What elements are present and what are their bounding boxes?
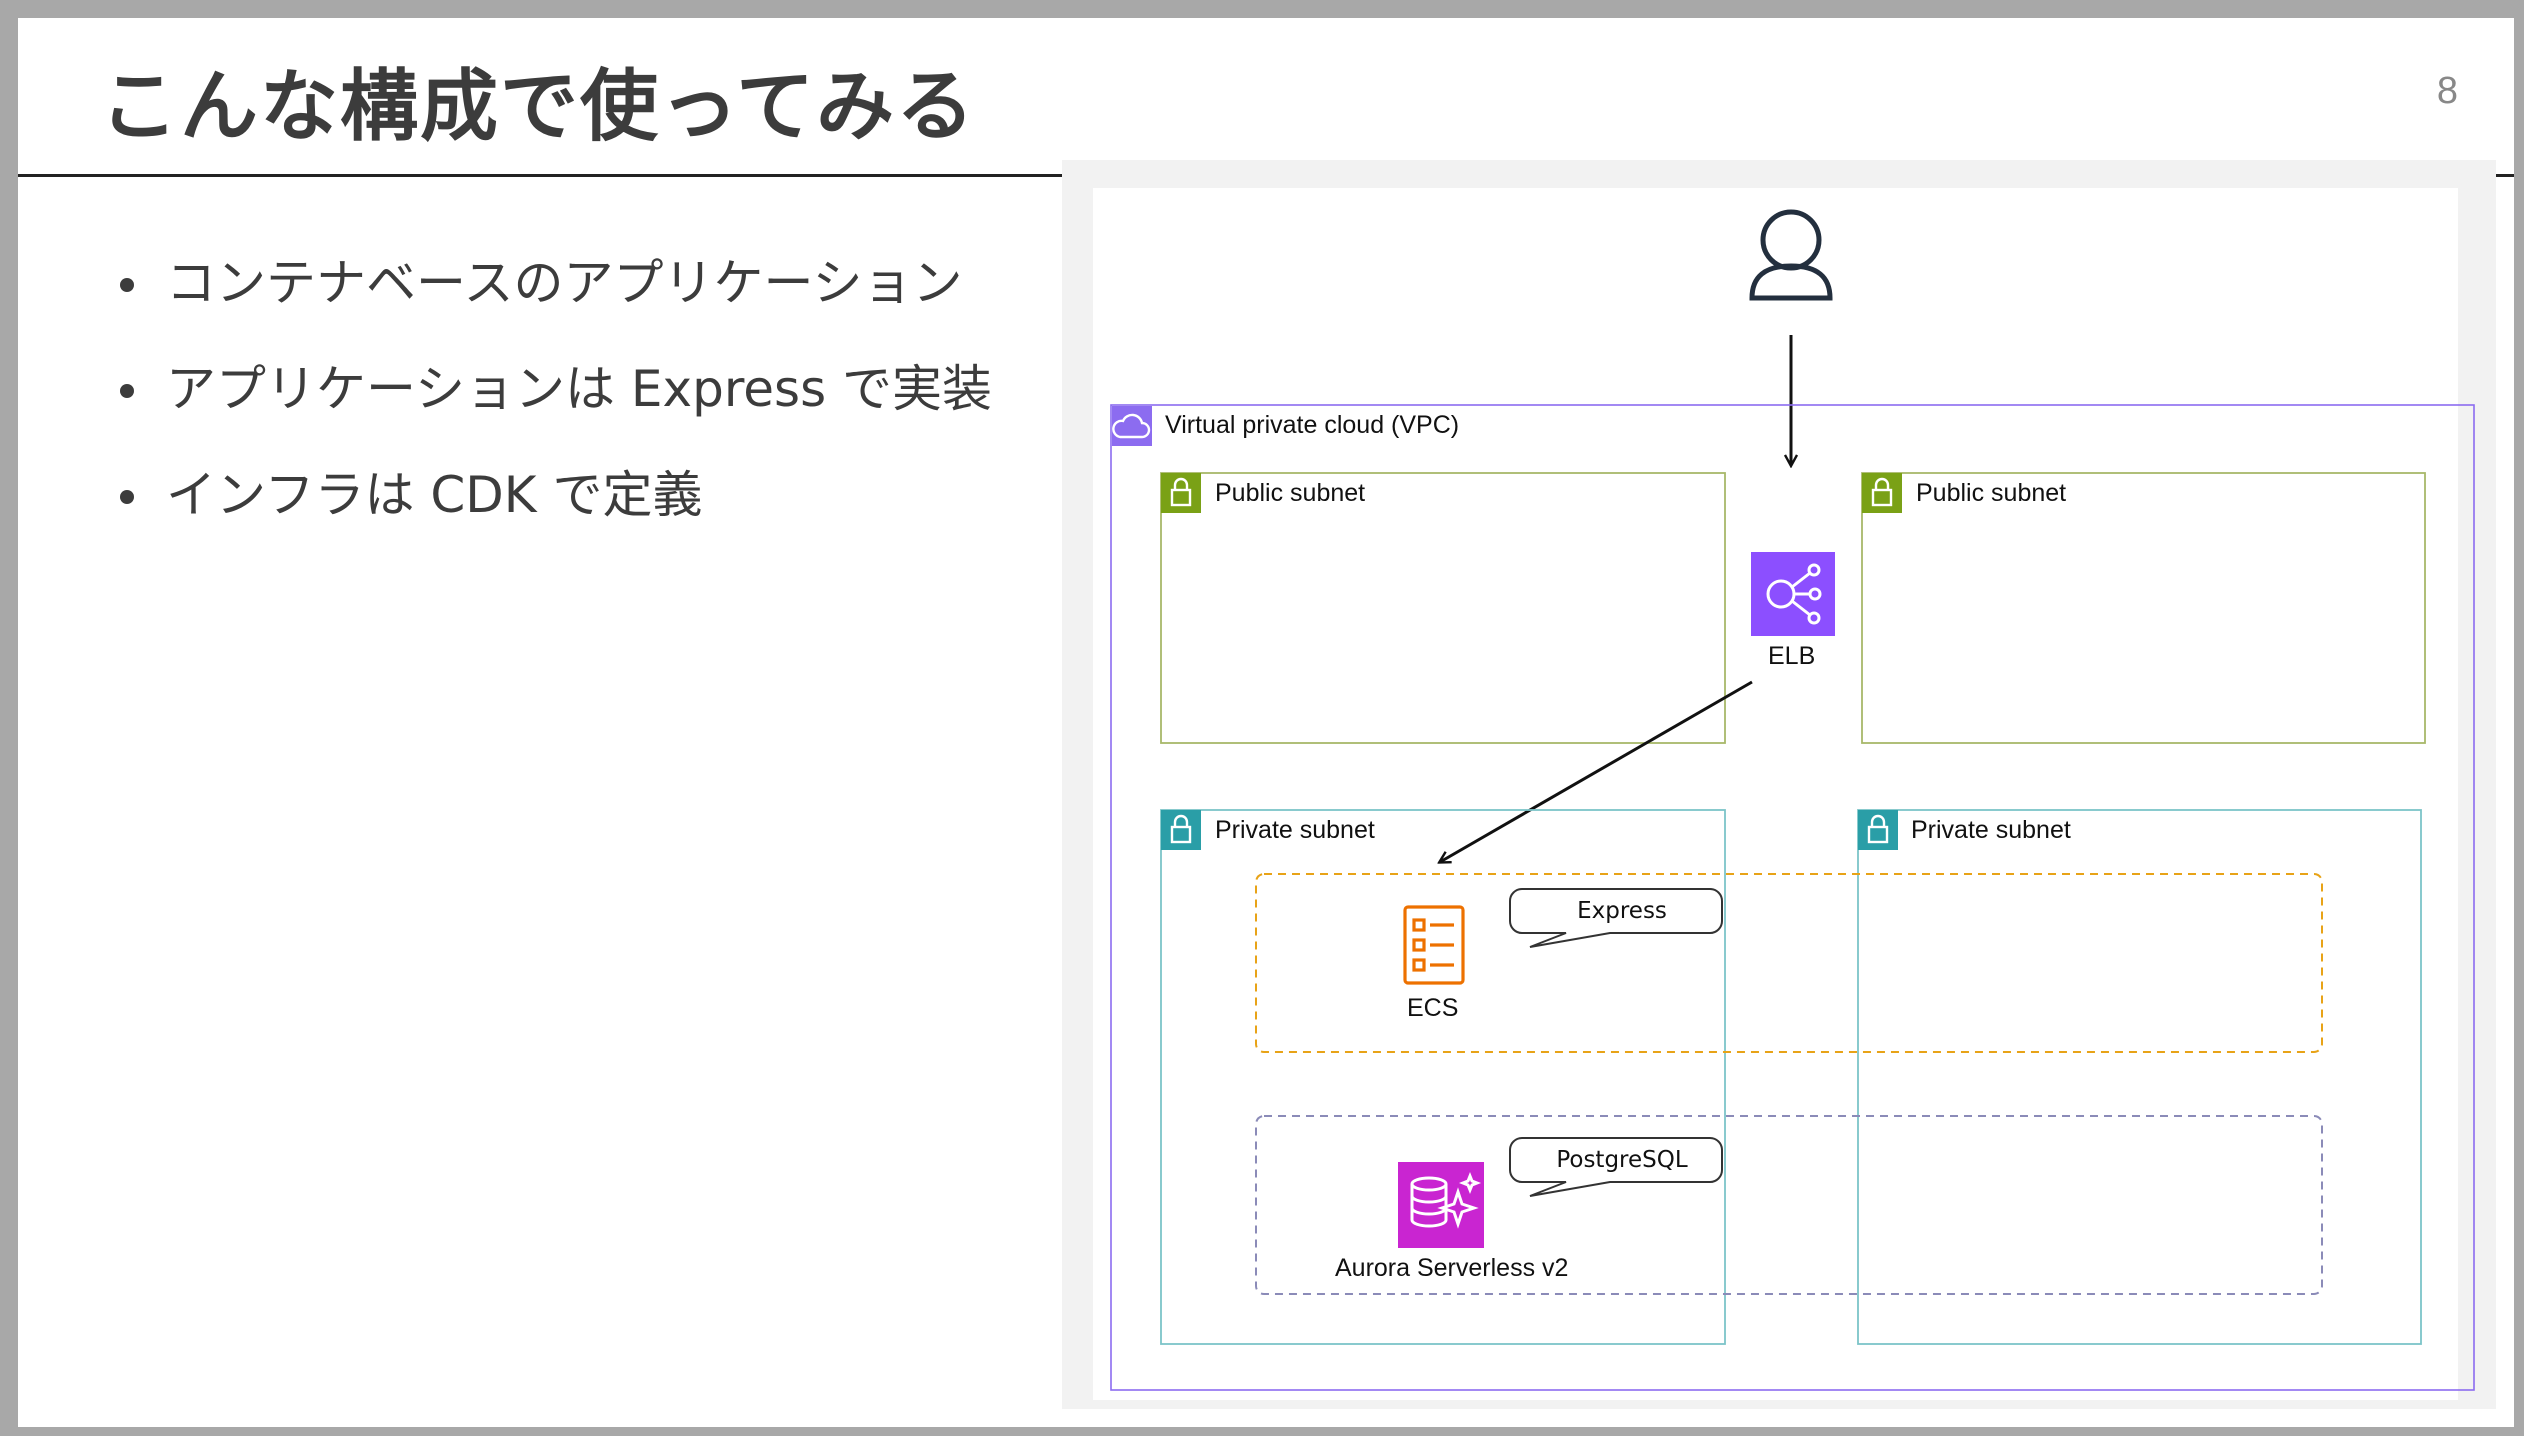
elb-icon — [1751, 552, 1835, 636]
vpc-label: Virtual private cloud (VPC) — [1165, 411, 1460, 439]
private-subnet-right-label: Private subnet — [1911, 816, 2071, 844]
lock-icon — [1161, 810, 1201, 850]
arrow-elb-to-ecs — [1440, 680, 1753, 862]
speech-bubble-postgresql-text: PostgreSQL — [1556, 1147, 1688, 1173]
speech-bubble-express-text: Express — [1577, 898, 1667, 924]
slide-title: こんな構成で使ってみる — [100, 62, 977, 152]
lock-icon — [1161, 473, 1201, 513]
speech-bubble-express — [1509, 888, 1723, 948]
bullet-item: アプリケーションは Express で実装 — [100, 336, 992, 442]
aurora-label: Aurora Serverless v2 — [1335, 1254, 1569, 1282]
lock-icon — [1858, 810, 1898, 850]
page-number: 8 — [2436, 70, 2458, 112]
vpc-cloud-icon — [1112, 406, 1152, 446]
private-subnet-right — [1857, 809, 2422, 1345]
bullet-item: コンテナベースのアプリケーション — [100, 230, 992, 336]
public-subnet-left-label: Public subnet — [1215, 479, 1366, 507]
user-icon — [1749, 209, 1833, 301]
ecs-label: ECS — [1407, 994, 1459, 1022]
aurora-icon — [1398, 1162, 1484, 1248]
public-subnet-right — [1861, 472, 2426, 744]
private-subnet-left-label: Private subnet — [1215, 816, 1375, 844]
private-subnet-left — [1160, 809, 1726, 1345]
aurora-cluster-group — [1255, 1115, 2323, 1295]
bullet-list: コンテナベースのアプリケーション アプリケーションは Express で実装 イ… — [100, 230, 992, 548]
elb-label: ELB — [1768, 642, 1816, 670]
speech-bubble-postgresql — [1509, 1137, 1723, 1197]
ecs-icon — [1403, 905, 1465, 985]
vpc-boundary — [1110, 404, 2475, 1391]
public-subnet-right-label: Public subnet — [1916, 479, 2067, 507]
ecs-service-group — [1255, 873, 2323, 1053]
diagram-canvas — [1093, 188, 2458, 1400]
bullet-item: インフラは CDK で定義 — [100, 442, 992, 548]
public-subnet-left — [1160, 472, 1726, 744]
lock-icon — [1862, 473, 1902, 513]
